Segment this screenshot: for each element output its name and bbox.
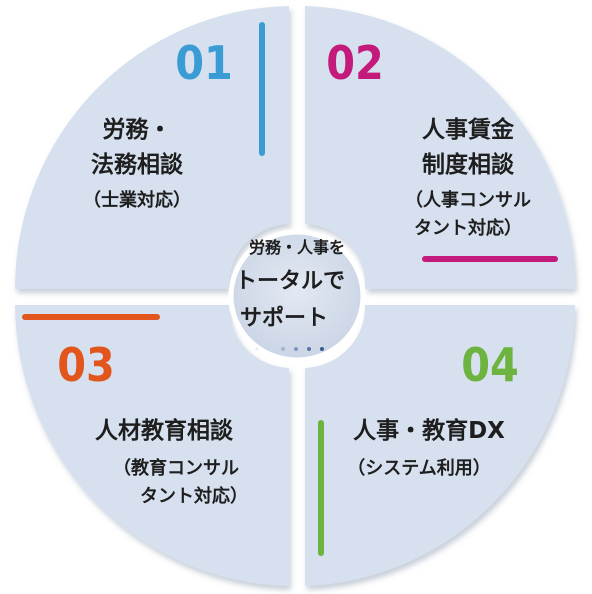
- center-dot: [307, 347, 311, 351]
- quadrant-02-title-line-2: 制度相談: [422, 151, 515, 178]
- center-dot: [255, 347, 259, 351]
- quadrant-01-title-line-1: 労務・: [103, 116, 172, 143]
- quadrant-04-accent-bar: [318, 420, 324, 556]
- quadrant-04-shape: [305, 305, 575, 586]
- center-dot: [268, 347, 272, 351]
- quadrant-03-segment: [15, 305, 289, 586]
- quadrant-03-number: 03: [57, 338, 115, 392]
- quadrant-02-title-line-1: 人事賃金: [422, 116, 515, 143]
- quadrant-02-number: 02: [326, 36, 384, 90]
- center-line-1: 労務・人事を: [249, 238, 345, 257]
- quadrant-02-subtitle-line-2: タント対応）: [414, 217, 522, 239]
- quadrant-01-number: 01: [175, 36, 233, 90]
- center-line-2: トータルで: [235, 269, 345, 294]
- center-hub: 労務・人事を トータルで サポート: [228, 229, 366, 363]
- quadrant-01-title-line-2: 法務相談: [91, 151, 184, 178]
- quadrant-04-subtitle-line-1: （システム利用）: [347, 457, 490, 479]
- quadrant-02-subtitle-line-1: （人事コンサル: [405, 189, 531, 211]
- quadrant-03-accent-bar: [22, 314, 160, 320]
- center-dots-decoration: [255, 347, 324, 351]
- quadrant-01-shape: [14, 6, 289, 289]
- quadrant-03-subtitle-line-2: タント対応）: [140, 485, 248, 507]
- quadrant-01-accent-bar: [259, 22, 265, 156]
- quadrant-03-shape: [15, 305, 289, 586]
- center-dot: [281, 347, 285, 351]
- quadrant-01-subtitle-line-1: （士業対応）: [83, 189, 191, 211]
- quadrant-03-title-line-1: 人材教育相談: [95, 417, 234, 444]
- quadrant-03-subtitle-line-1: （教育コンサル: [113, 457, 239, 479]
- quadrant-04-title-line-1: 人事・教育DX: [353, 417, 505, 444]
- center-dot: [294, 347, 298, 351]
- quadrant-02-accent-bar: [422, 256, 558, 262]
- quadrant-01-segment: [14, 6, 289, 289]
- center-circle: [228, 229, 366, 363]
- quadrant-04-segment: [305, 305, 575, 586]
- center-line-3: サポート: [240, 305, 328, 331]
- quadrant-04-number: 04: [461, 338, 519, 392]
- quadrant-02-segment: [305, 6, 575, 289]
- center-dot: [320, 347, 324, 351]
- quadrant-02-shape: [305, 6, 575, 289]
